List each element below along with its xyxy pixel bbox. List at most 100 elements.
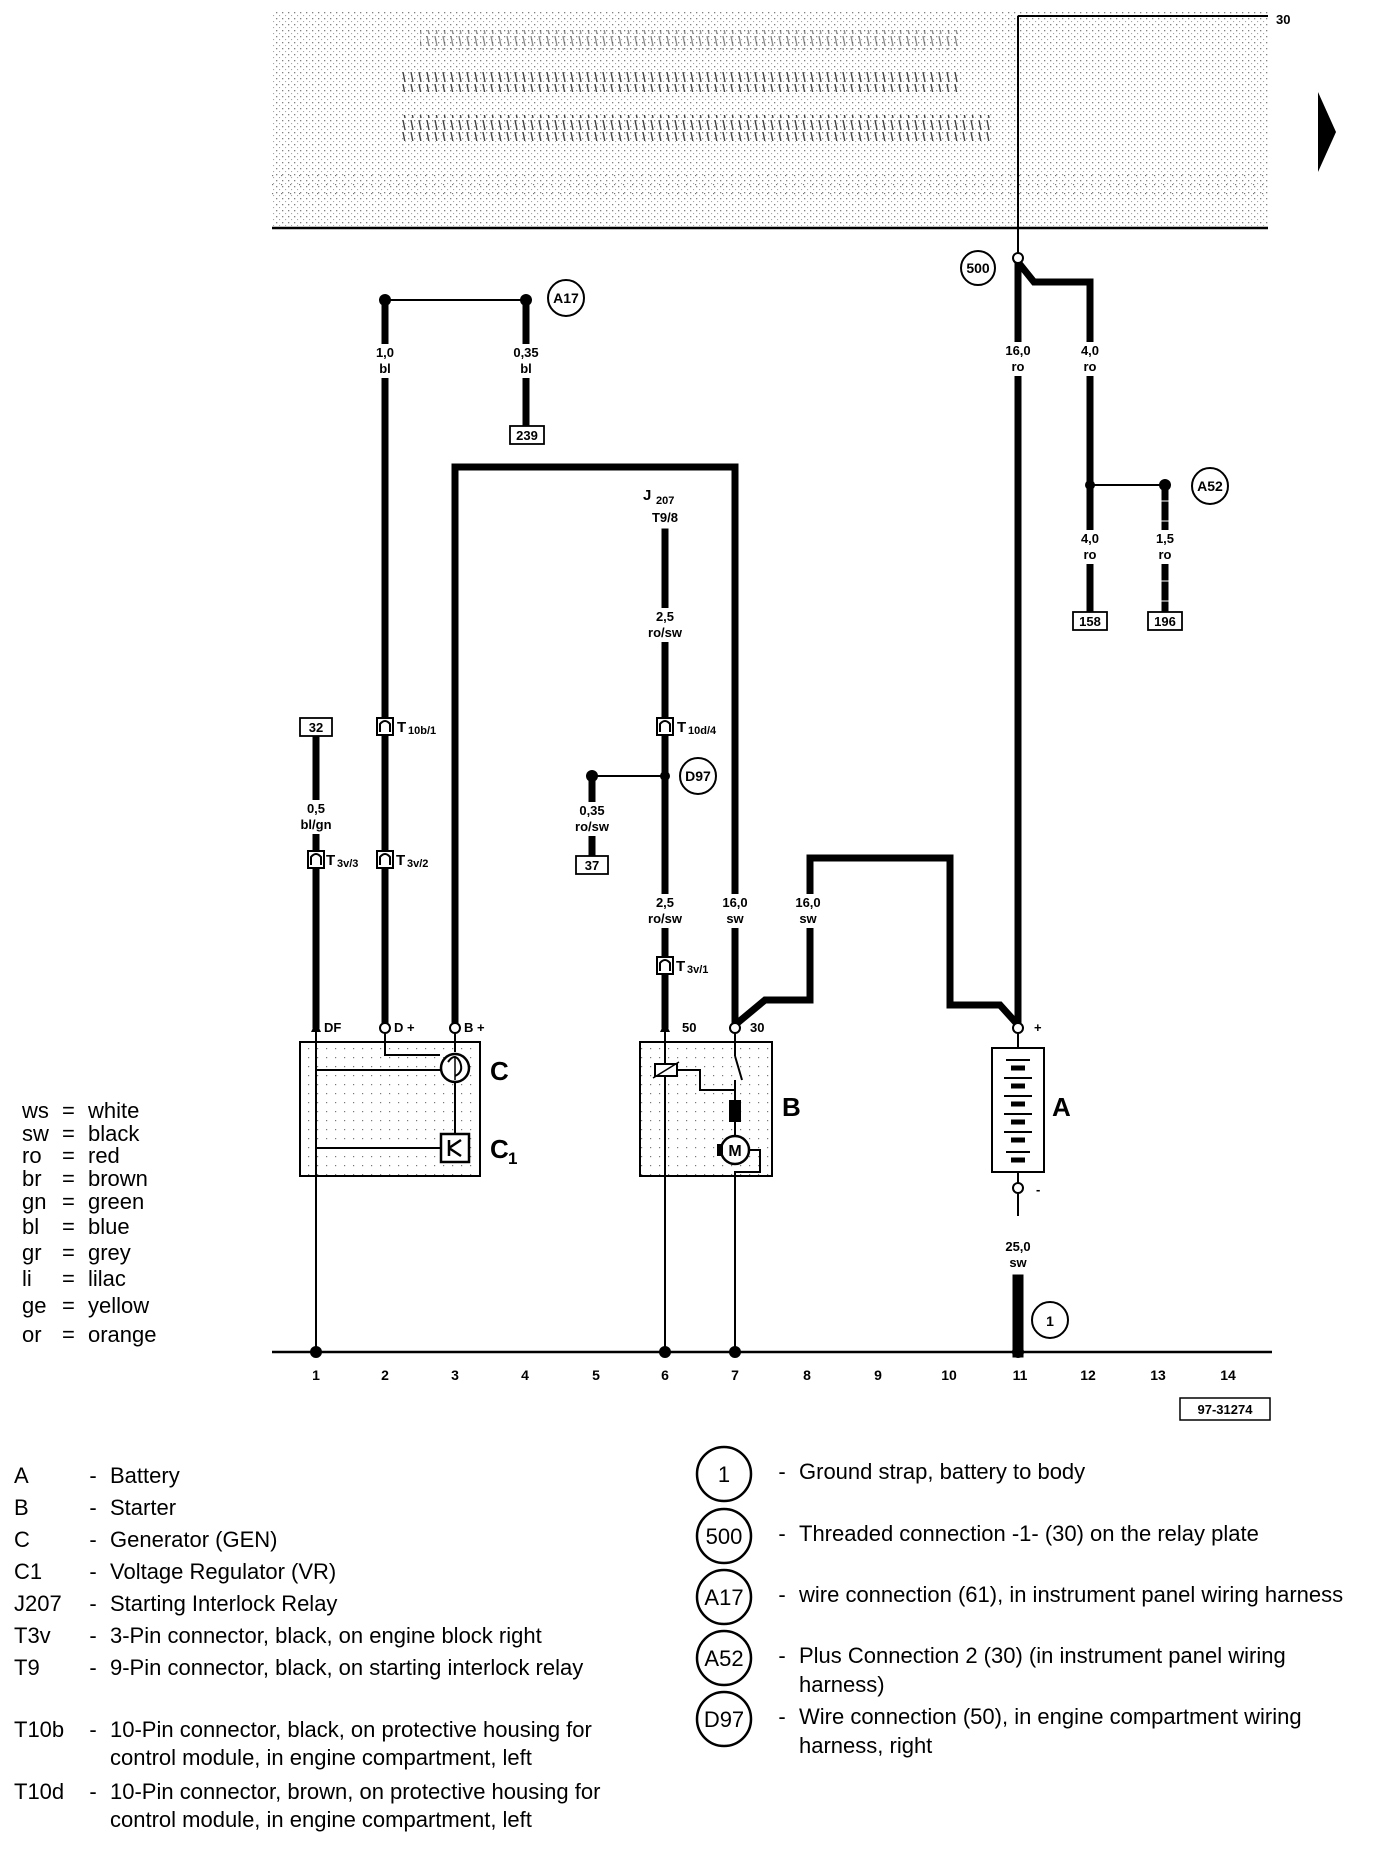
svg-text:B +: B + — [464, 1020, 485, 1035]
reference-box-32: 32 — [299, 717, 333, 737]
ground-number: 3 — [451, 1367, 459, 1383]
legend-item: C-Generator (GEN) — [14, 1527, 278, 1552]
svg-text:sw: sw — [726, 911, 744, 926]
terminal-30-label: 30 — [1276, 12, 1290, 27]
color-code-row: gr=grey — [22, 1240, 131, 1265]
svg-text:ro: ro — [1084, 547, 1097, 562]
ground-number: 2 — [381, 1367, 389, 1383]
svg-text:0,35: 0,35 — [513, 345, 538, 360]
svg-text:ro: ro — [1012, 359, 1025, 374]
svg-text:+: + — [1034, 1020, 1042, 1035]
svg-text:sw: sw — [1009, 1255, 1027, 1270]
svg-text:T: T — [396, 852, 405, 869]
color-code-row: sw=black — [22, 1121, 140, 1146]
regulator-symbol-icon — [439, 1132, 471, 1164]
wire-labels: 1,0 bl 0,35 bl 16,0 ro 4,0 ro 4,0 ro 1,5… — [296, 342, 1182, 1272]
ground-number: 4 — [521, 1367, 529, 1383]
connector-t3v-1: T 3v/1 — [656, 956, 708, 976]
ground-number: 14 — [1220, 1367, 1236, 1383]
color-code-row: ro=red — [22, 1143, 120, 1168]
diagram-number-box: 97-31274 — [1179, 1397, 1271, 1421]
svg-text:25,0: 25,0 — [1005, 1239, 1030, 1254]
svg-text:DF: DF — [324, 1020, 341, 1035]
reference-box-239: 239 — [509, 425, 545, 445]
svg-text:T: T — [677, 719, 686, 736]
legend-item: T10b-10-Pin connector, black, on protect… — [14, 1717, 592, 1770]
connector-t10b-1: T 10b/1 — [376, 717, 436, 737]
starter-block: 50 30 M B — [639, 1020, 801, 1177]
svg-text:ro/sw: ro/sw — [575, 819, 610, 834]
ground-number: 11 — [1013, 1367, 1028, 1383]
regulator-label: C — [490, 1134, 509, 1164]
svg-text:4,0: 4,0 — [1081, 343, 1099, 358]
connector-t3v-3: T 3v/3 — [307, 850, 358, 870]
legend-item: -Ground strap, battery to body — [778, 1459, 1086, 1484]
svg-text:ro/sw: ro/sw — [648, 625, 683, 640]
legend-symbol: A52 — [704, 1646, 743, 1671]
color-code-row: ws=white — [22, 1098, 140, 1123]
wire-connection-a17: A17 — [547, 279, 585, 317]
svg-text:D97: D97 — [685, 768, 711, 784]
svg-text:2,5: 2,5 — [656, 895, 674, 910]
svg-text:3v/3: 3v/3 — [337, 858, 358, 870]
svg-text:A52: A52 — [1197, 478, 1223, 494]
plus-connection-a52: A52 — [1191, 467, 1229, 505]
svg-text:M: M — [728, 1143, 741, 1160]
legend-item: T9-9-Pin connector, black, on starting i… — [14, 1655, 584, 1680]
svg-text:T: T — [397, 719, 406, 736]
reference-box-196: 196 — [1147, 611, 1183, 631]
ground-number: 9 — [874, 1367, 882, 1383]
svg-text:A17: A17 — [553, 290, 579, 306]
connector-markers: T 10b/1 T 10d/4 T 3v/3 T 3v/2 T 3v/1 — [307, 717, 717, 976]
legend-symbol: 1 — [718, 1462, 730, 1487]
reference-box-37: 37 — [575, 855, 609, 875]
legend-symbol: D97 — [704, 1707, 744, 1732]
svg-text:ro/sw: ro/sw — [648, 911, 683, 926]
svg-text:sw: sw — [799, 911, 817, 926]
legend-symbols: 1 500 A17 A52 D97 — [695, 1445, 753, 1748]
threaded-connection-500: 500 — [960, 250, 1024, 286]
legend-item: J207-Starting Interlock Relay — [14, 1591, 338, 1616]
color-code-row: or=orange — [22, 1322, 157, 1347]
legend-item: -Threaded connection -1- (30) on the rel… — [778, 1521, 1259, 1546]
svg-text:J: J — [643, 487, 651, 504]
svg-text:196: 196 — [1154, 614, 1176, 629]
connector-t3v-2: T 3v/2 — [376, 850, 428, 870]
ground-number: 13 — [1150, 1367, 1166, 1383]
svg-text:T: T — [326, 852, 335, 869]
battery-label: A — [1052, 1092, 1071, 1122]
svg-text:4,0: 4,0 — [1081, 531, 1099, 546]
ground-number: 1 — [312, 1367, 320, 1383]
legend-symbol: 500 — [706, 1524, 743, 1549]
legend-item: -wire connection (61), in instrument pan… — [778, 1582, 1344, 1607]
generator-block: DF D + B + C C 1 — [299, 1020, 517, 1177]
color-code-row: bl=blue — [22, 1214, 130, 1239]
ground-number: 5 — [592, 1367, 600, 1383]
svg-text:T9/8: T9/8 — [652, 510, 678, 525]
svg-text:bl: bl — [379, 361, 391, 376]
wire-connection-d97: D97 — [679, 757, 717, 795]
color-code-row: br=brown — [22, 1166, 148, 1191]
legend-item: A-Battery — [14, 1463, 180, 1488]
continue-arrow-icon — [1318, 92, 1336, 172]
battery-cells-icon — [1004, 1059, 1032, 1163]
svg-text:10d/4: 10d/4 — [688, 725, 717, 737]
switch-contact-icon — [734, 1055, 743, 1081]
svg-text:16,0: 16,0 — [722, 895, 747, 910]
svg-text:16,0: 16,0 — [1005, 343, 1030, 358]
svg-text:10b/1: 10b/1 — [408, 725, 436, 737]
starter-label: B — [782, 1092, 801, 1122]
svg-text:37: 37 — [585, 858, 599, 873]
svg-text:3v/1: 3v/1 — [687, 964, 708, 976]
svg-text:97-31274: 97-31274 — [1198, 1402, 1254, 1417]
df-terminal-arrow-icon — [311, 1022, 321, 1032]
legend-item: -Wire connection (50), in engine compart… — [778, 1704, 1302, 1758]
relay-plate — [272, 12, 1336, 258]
svg-text:1,0: 1,0 — [376, 345, 394, 360]
generator-symbol-icon — [439, 1052, 471, 1084]
solenoid-icon — [652, 1061, 680, 1079]
ground-number: 8 — [803, 1367, 811, 1383]
ground-position-numbers: 1 2 3 4 5 6 7 8 9 10 11 12 13 14 — [312, 1367, 1236, 1383]
color-code-row: gn=green — [22, 1189, 145, 1214]
